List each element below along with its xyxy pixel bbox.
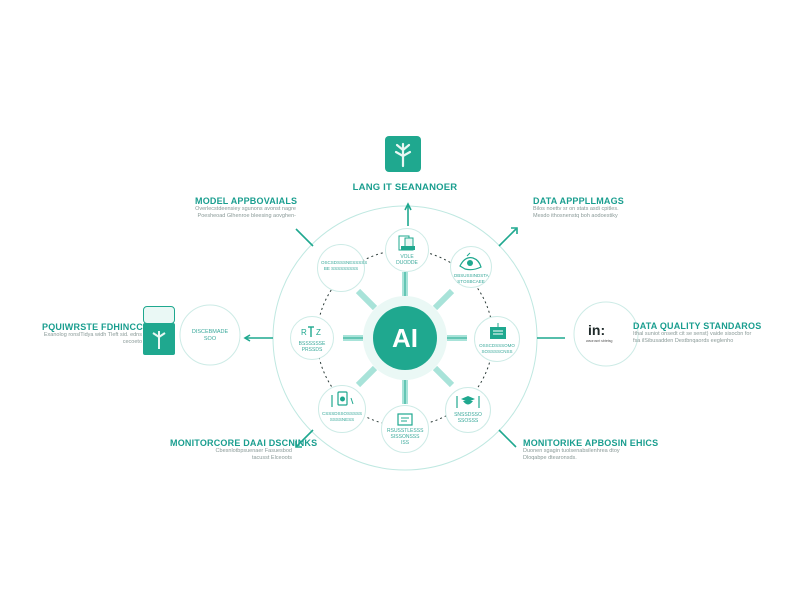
- callout-left-desc: Exanolog ronslTidya widh Tleft sid. edns…: [43, 332, 142, 345]
- center-label: AI: [392, 322, 418, 353]
- node-bottom-right-label: SNSSDSSO SSOSSS: [454, 412, 482, 424]
- center-ai-node: AI: [373, 306, 437, 370]
- node-top-left[interactable]: OSCSDSSSNESSSSS BE SSSSSSSSS: [317, 244, 368, 292]
- node-top-label: VOLE DUODDE: [396, 254, 418, 266]
- header-logo: [385, 136, 421, 172]
- callout-data-appplmags-title: DATA APPPLLMAGS: [533, 196, 624, 206]
- node-bottom[interactable]: RSUSSTLESSS SISSONSSS ISS: [381, 405, 429, 453]
- node-top[interactable]: VOLE DUODDE: [385, 228, 429, 272]
- right-circle-sub: waorosnt sbtetsg: [586, 339, 613, 343]
- callout-model-approvals-title: MODEL APPBOVAIALS: [195, 196, 298, 206]
- node-right-label: OSSCDSSSOMO SOSSSSCNSS: [479, 343, 515, 354]
- node-top-left-label: OSCSDSSSNESSSSS BE SSSSSSSSS: [321, 260, 368, 271]
- node-bottom-label: RSUSSTLESSS SISSONSSS ISS: [387, 428, 424, 446]
- left-circle-label: DISCEBMADE SOO: [191, 329, 229, 342]
- callout-data-appplmags-desc: Bilos noettv sr on stats asdi cpitles. M…: [533, 206, 619, 219]
- node-bottom-left[interactable]: CSSSDSSOSSSSS SSSSNESS: [318, 385, 366, 433]
- svg-text:R: R: [301, 328, 307, 337]
- svg-text:Z: Z: [316, 328, 321, 337]
- header-title: LANG IT SEANANOER: [352, 182, 458, 193]
- graduation-icon: [456, 396, 480, 408]
- callout-bottom-left-desc: Cbesnlotbpsuenaer Fasuesbod tacusst Elce…: [215, 448, 292, 461]
- document-stack-icon: [398, 235, 415, 251]
- callout-bottom-right-title: MONITORIKE APBOSIN EHICS: [523, 438, 659, 448]
- tree-badge-icon: [152, 331, 166, 349]
- callout-data-quality-desc: Ithal suniot onsedt cit se senst) vaide …: [633, 331, 752, 344]
- hand-globe-icon: [459, 252, 482, 271]
- right-circle-logo: in:: [588, 322, 606, 338]
- person-phone-icon: [331, 391, 354, 407]
- callout-data-quality-title: DATA QUALITY STANDAROS: [633, 321, 762, 331]
- callout-left-title: PQUIWRSTE FDHINCCOED: [42, 322, 163, 332]
- tree-icon: [394, 142, 412, 168]
- callout-bottom-left-title: MONITORCORE DAAI DSCNINKS: [170, 438, 318, 448]
- node-left[interactable]: R Z BSSSSSSE PRSSDS: [290, 316, 334, 360]
- node-left-label: BSSSSSSE PRSSDS: [298, 341, 326, 353]
- building-board-icon: [490, 323, 506, 339]
- node-top-right[interactable]: DBSUSSINDSTA STOSBCAEE: [450, 246, 492, 288]
- callout-bottom-right-desc: Duonen sgagin tuolsenabsilenhrea dtoy Dl…: [523, 448, 620, 461]
- callout-model-approvals-desc: Overlecstdeensiey sgunons avonst nagre P…: [195, 206, 296, 219]
- node-bottom-right[interactable]: SNSSDSSO SSOSSS: [445, 387, 491, 433]
- node-right[interactable]: OSSCDSSSOMO SOSSSSCNSS: [474, 316, 520, 362]
- monitor-icon: [397, 413, 413, 426]
- node-bottom-left-label: CSSSDSSOSSSSS SSSSNESS: [322, 411, 363, 422]
- node-top-right-label: DBSUSSINDSTA STOSBCAEE: [454, 273, 489, 284]
- left-badge: [143, 323, 175, 355]
- tools-icon: R Z: [301, 326, 321, 337]
- left-badge-sketch: [143, 306, 175, 324]
